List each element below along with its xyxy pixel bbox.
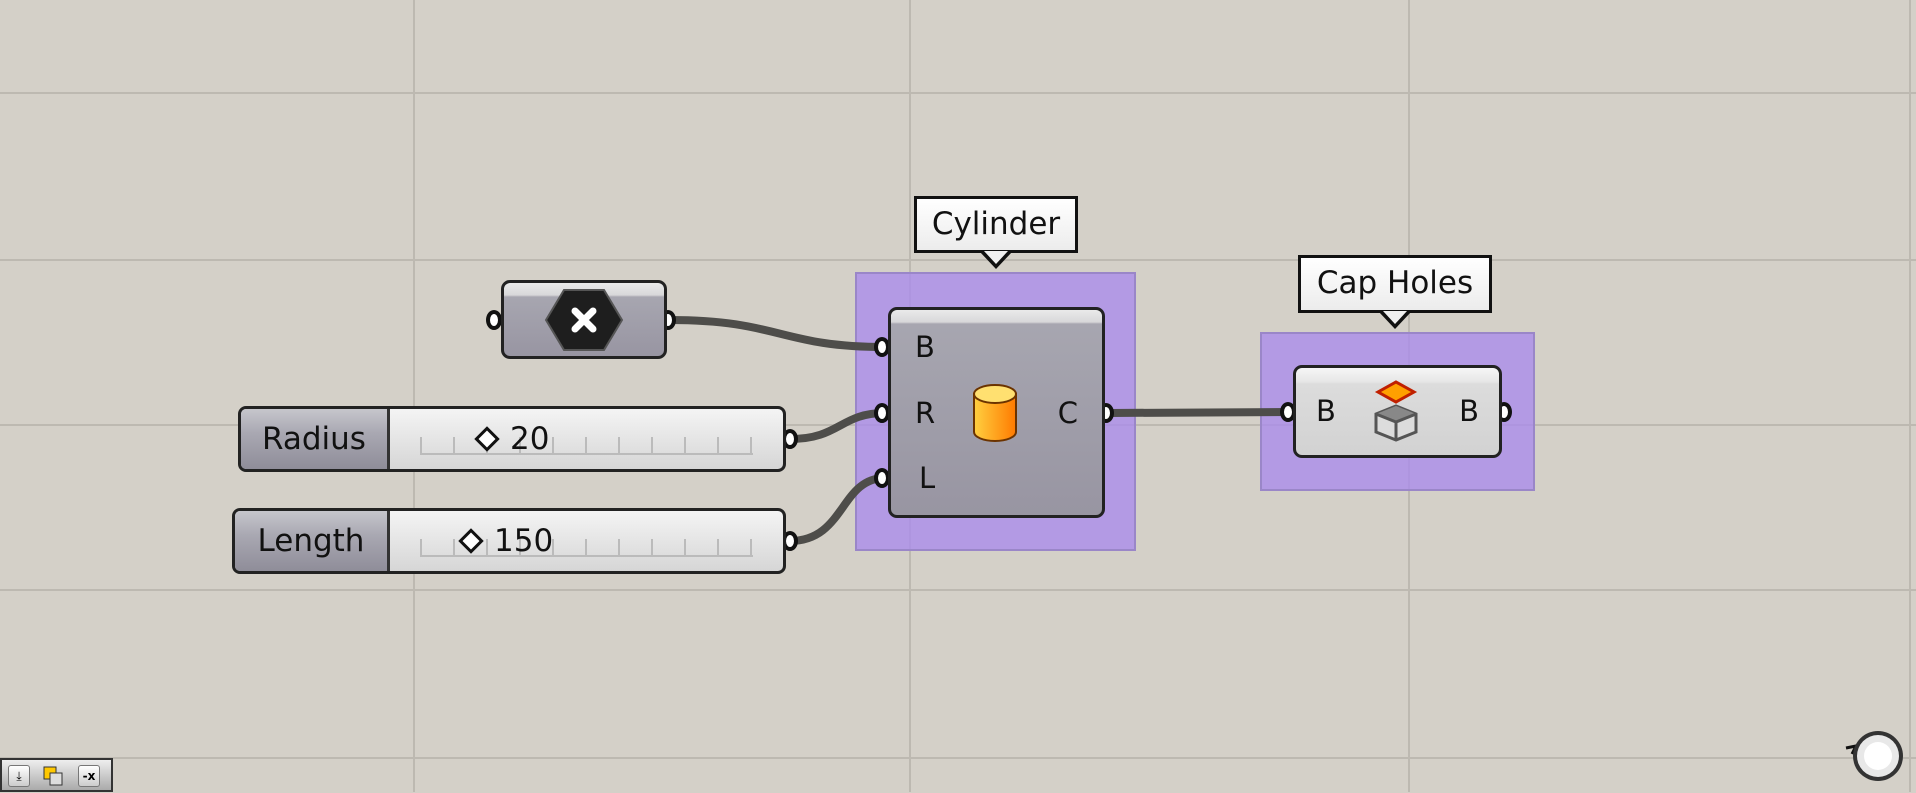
slider-value: 150	[494, 523, 554, 559]
port-label: L	[919, 461, 936, 495]
grid-line	[413, 0, 415, 792]
grid-line	[0, 589, 1916, 591]
slider-label: Radius	[241, 409, 390, 469]
wire-boolean-to-b	[669, 316, 886, 351]
grid-line	[0, 259, 1916, 261]
wire-radius-to-r	[789, 409, 886, 443]
wire-c-to-cap	[1109, 408, 1291, 417]
port-label: R	[915, 396, 936, 430]
preview-icon[interactable]	[42, 765, 64, 787]
slider-value: 20	[510, 421, 550, 457]
boolean-input-port[interactable]	[486, 310, 502, 330]
port-label: B	[915, 330, 935, 364]
grid-line	[0, 757, 1916, 759]
slider-track[interactable]: 20	[390, 409, 783, 469]
cylinder-icon	[973, 384, 1017, 442]
boolean-param-node[interactable]	[501, 280, 667, 359]
hexagon-x-icon	[544, 289, 624, 351]
grid-line	[1909, 0, 1911, 792]
bottom-toolbar: ⤓ -x	[0, 758, 113, 792]
bake-icon[interactable]: ⤓	[8, 765, 30, 787]
expression-icon[interactable]: -x	[78, 765, 100, 787]
slider-grip-icon[interactable]	[458, 528, 484, 554]
wire-length-to-l	[789, 474, 886, 545]
slider-track[interactable]: 150	[390, 511, 783, 571]
cylinder-tooltip: Cylinder	[914, 196, 1078, 269]
slider-label: Length	[235, 511, 390, 571]
cap-holes-tooltip: Cap Holes	[1298, 255, 1492, 329]
cylinder-component[interactable]: B R L C	[888, 307, 1105, 518]
length-slider[interactable]: Length 150	[232, 508, 786, 574]
grid-line	[0, 92, 1916, 94]
cap-holes-icon	[1374, 380, 1418, 442]
radius-slider[interactable]: Radius 20	[238, 406, 786, 472]
slider-grip-icon[interactable]	[474, 426, 500, 452]
port-label: B	[1316, 394, 1336, 428]
cap-holes-component[interactable]: B B	[1293, 365, 1502, 458]
port-label: B	[1459, 394, 1479, 428]
navigation-compass-icon[interactable]	[1842, 728, 1914, 788]
port-label: C	[1057, 396, 1078, 430]
